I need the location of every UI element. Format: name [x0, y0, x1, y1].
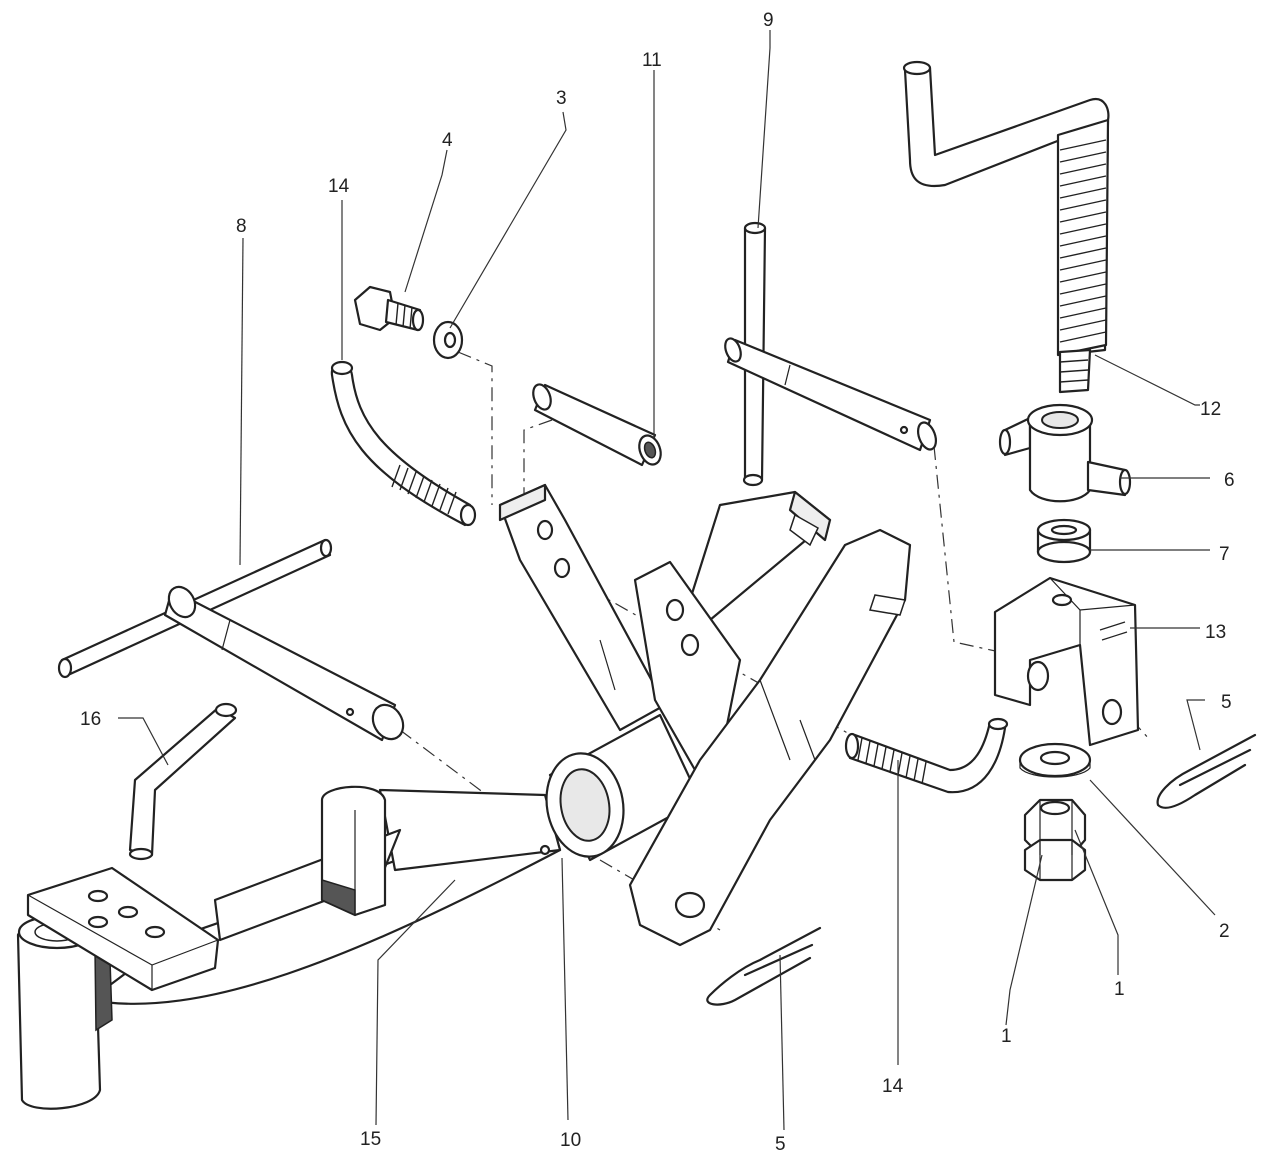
pivot-tube-part [539, 713, 702, 862]
callout-1-right: 1 [1114, 979, 1125, 1000]
t-pin-part [57, 538, 405, 742]
callout-4: 4 [442, 130, 453, 151]
callout-1-left: 1 [1001, 1026, 1012, 1047]
callout-6: 6 [1224, 470, 1235, 491]
callout-3: 3 [556, 88, 567, 109]
tall-arm-part [498, 483, 667, 732]
leader-lines [118, 30, 1216, 1131]
frame-arm-part [16, 785, 562, 1110]
yoke-plates [628, 490, 912, 947]
crank-screw-part [902, 60, 1110, 394]
callout-2: 2 [1219, 921, 1230, 942]
upper-t-pin-part [724, 221, 938, 487]
hairpin-clips [706, 733, 1257, 1006]
nut-parts [1023, 798, 1087, 882]
washer-part-2 [1018, 742, 1092, 778]
callout-8: 8 [236, 216, 247, 237]
callout-7: 7 [1219, 544, 1230, 565]
callout-10: 10 [560, 1130, 581, 1151]
sleeve-tube-part [532, 383, 662, 467]
bent-rod-part [128, 702, 238, 861]
callout-15: 15 [360, 1129, 381, 1150]
u-bracket-part [993, 576, 1140, 747]
spacer-part [1036, 518, 1092, 564]
swivel-block-part [998, 403, 1132, 503]
bent-threaded-rod-left [330, 360, 477, 527]
washer-part-3 [432, 320, 464, 360]
callout-9: 9 [763, 10, 774, 31]
callout-12: 12 [1200, 399, 1221, 420]
callout-11: 11 [642, 50, 662, 71]
callout-14-bottom: 14 [882, 1076, 904, 1097]
callout-14-top: 14 [328, 176, 350, 197]
callout-13: 13 [1205, 622, 1226, 643]
bolt-part [353, 285, 425, 332]
bent-threaded-rod-right [844, 717, 1009, 794]
callout-16: 16 [80, 709, 101, 730]
callout-labels: 1 1 2 3 4 5 5 6 7 8 9 10 11 12 13 14 14 … [80, 10, 1235, 1155]
callout-5-right: 5 [1221, 692, 1232, 713]
callout-5-bottom: 5 [775, 1134, 786, 1155]
